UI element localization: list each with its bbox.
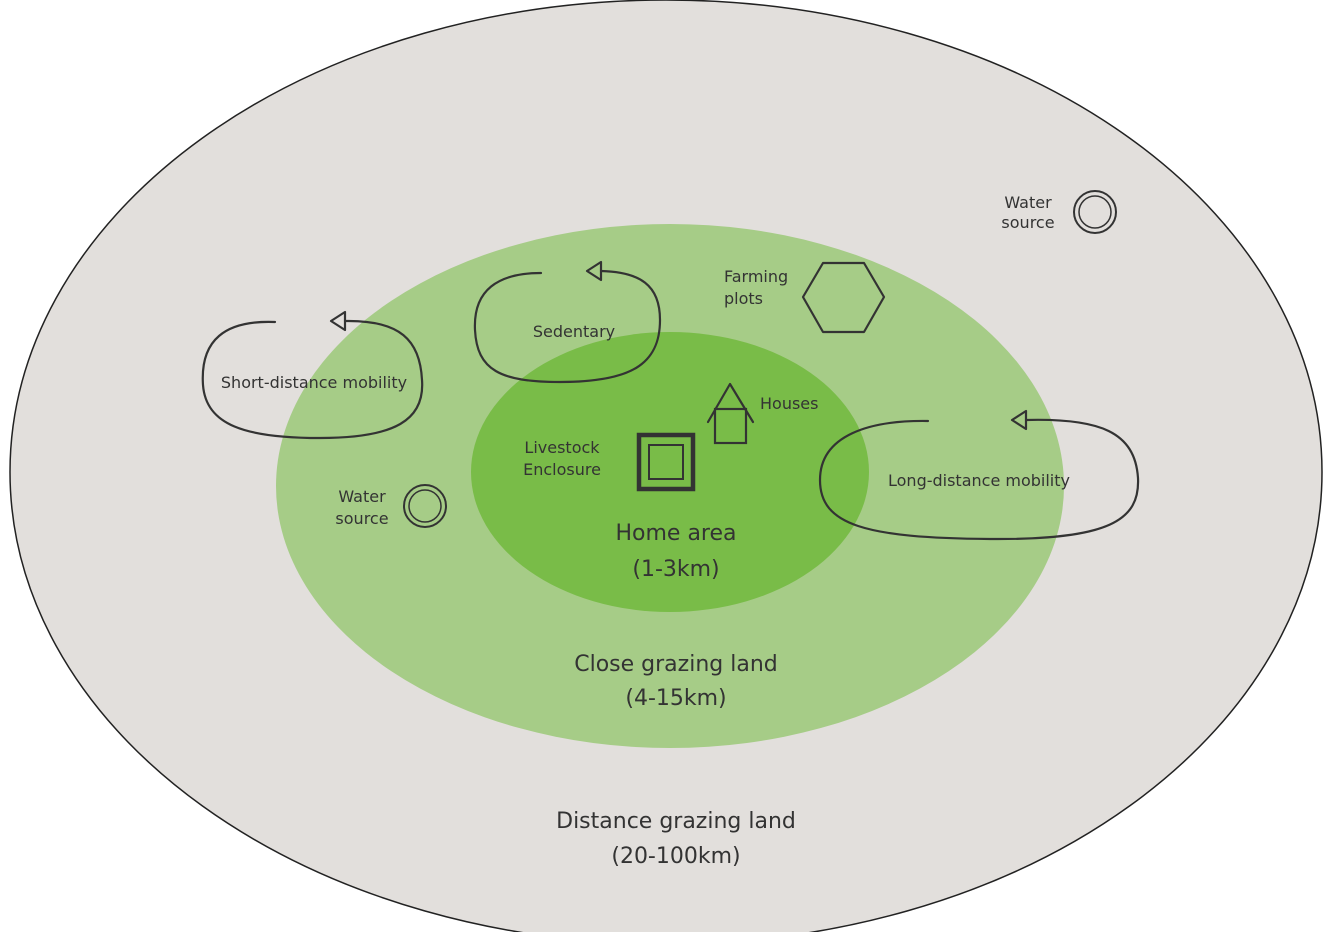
short-distance-loop-icon <box>201 319 424 440</box>
sedentary: Sedentary <box>473 260 662 384</box>
livestock-enclosure-label-2: Enclosure <box>523 460 601 479</box>
water-source-middle: Water source <box>335 484 447 528</box>
inner-zone-ellipse <box>471 332 869 612</box>
hexagon-icon <box>801 261 886 334</box>
farming-plots-label-1: Farming <box>724 267 788 286</box>
livestock-enclosure-label-1: Livestock <box>524 438 600 457</box>
farming-plots: Farming plots <box>724 261 886 334</box>
enclosure-icon <box>636 432 696 492</box>
houses: Houses <box>706 382 818 445</box>
house-icon <box>706 382 755 445</box>
close-grazing-title: Close grazing land <box>574 652 777 677</box>
water-source-outer-label-1: Water <box>1004 193 1052 212</box>
long-distance-mobility-label: Long-distance mobility <box>888 471 1070 490</box>
sedentary-loop-icon <box>473 269 662 384</box>
arrowhead-icon <box>1010 409 1028 431</box>
water-source-icon <box>403 484 447 528</box>
houses-label: Houses <box>760 394 818 413</box>
close-grazing-range: (4-15km) <box>625 686 726 711</box>
distance-grazing-title: Distance grazing land <box>556 809 796 834</box>
home-area-range: (1-3km) <box>632 557 719 582</box>
zone-home-area <box>471 332 869 612</box>
long-distance-loop-icon <box>818 418 1140 541</box>
long-distance-mobility: Long-distance mobility <box>818 409 1140 541</box>
water-source-outer-label-2: source <box>1001 213 1054 232</box>
arrowhead-icon <box>329 310 347 332</box>
water-source-middle-label-2: source <box>335 509 388 528</box>
short-distance-mobility-label: Short-distance mobility <box>221 373 407 392</box>
farming-plots-label-2: plots <box>724 289 763 308</box>
water-source-icon <box>1073 190 1117 234</box>
home-area-title: Home area <box>615 521 736 546</box>
arrowhead-icon <box>585 260 603 282</box>
livestock-enclosure: Livestock Enclosure <box>523 432 696 492</box>
water-source-outer: Water source <box>1001 190 1117 234</box>
sedentary-label: Sedentary <box>533 322 615 341</box>
water-source-middle-label-1: Water <box>338 487 386 506</box>
distance-grazing-range: (20-100km) <box>611 844 740 869</box>
short-distance-mobility: Short-distance mobility <box>201 310 424 440</box>
